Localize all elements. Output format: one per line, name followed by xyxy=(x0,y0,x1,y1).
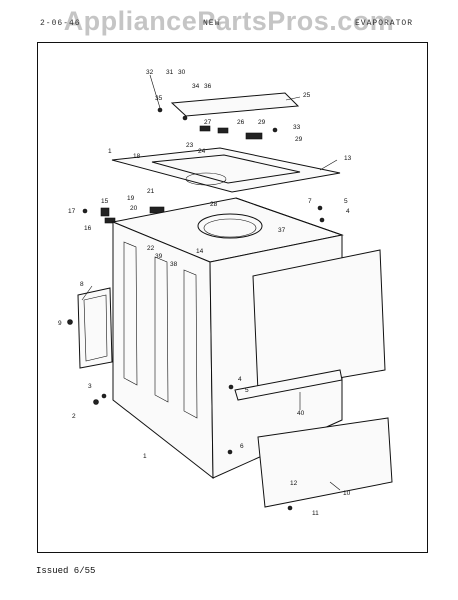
screw-part xyxy=(93,399,99,405)
callout-number: 29 xyxy=(295,136,303,143)
issued-date: Issued 6/55 xyxy=(36,566,96,576)
callout-number: 23 xyxy=(186,142,194,149)
side-vent xyxy=(183,269,198,419)
header-model: 2-06-46 xyxy=(40,19,81,28)
leader-line xyxy=(285,96,301,101)
callout-number: 14 xyxy=(196,248,204,255)
callout-number: 27 xyxy=(204,119,212,126)
callout-number: 29 xyxy=(258,119,266,126)
callout-number: 38 xyxy=(170,261,178,268)
callout-number: 1 xyxy=(108,148,112,155)
callout-number: 4 xyxy=(346,208,350,215)
top-frame-opening xyxy=(151,154,301,184)
front-upper-panel xyxy=(252,249,386,393)
evaporator-ring xyxy=(197,213,263,239)
side-vent xyxy=(154,256,169,403)
callout-number: 6 xyxy=(240,443,244,450)
callout-number: 31 xyxy=(166,69,174,76)
callout-number: 5 xyxy=(344,198,348,205)
callout-number: 2 xyxy=(72,413,76,420)
screw-part xyxy=(227,449,233,455)
callout-number: 25 xyxy=(303,92,311,99)
callout-number: 37 xyxy=(278,227,286,234)
callout-number: 35 xyxy=(155,95,163,102)
callout-number: 5 xyxy=(245,387,249,394)
callout-number: 32 xyxy=(146,69,154,76)
callout-number: 40 xyxy=(297,410,305,417)
callout-number: 34 xyxy=(192,83,200,90)
clip-part xyxy=(217,127,229,134)
callout-number: 11 xyxy=(312,510,319,517)
callout-number: 22 xyxy=(147,245,155,252)
screw-part xyxy=(182,115,188,121)
callout-number: 16 xyxy=(84,225,92,232)
screw-part xyxy=(272,127,278,133)
access-door-inner xyxy=(83,294,108,362)
callout-number: 15 xyxy=(101,198,109,205)
header-section: NEW xyxy=(203,19,221,28)
top-opening-ring xyxy=(185,172,227,186)
leader-line xyxy=(81,285,93,301)
diagram-frame xyxy=(37,42,428,553)
callout-number: 8 xyxy=(80,281,84,288)
callout-number: 28 xyxy=(210,201,218,208)
callout-number: 3 xyxy=(88,383,92,390)
screw-part xyxy=(101,393,107,399)
callout-number: 20 xyxy=(130,205,138,212)
leader-line xyxy=(149,74,161,109)
callout-number: 30 xyxy=(178,69,186,76)
back-panel-edge xyxy=(235,197,343,236)
screw-part xyxy=(67,319,73,325)
screw-part xyxy=(228,384,234,390)
callout-number: 36 xyxy=(204,83,212,90)
screw-part xyxy=(317,205,323,211)
bracket-part xyxy=(245,132,263,140)
callout-number: 19 xyxy=(127,195,135,202)
callout-number: 17 xyxy=(68,208,76,215)
bracket-part xyxy=(104,217,116,224)
callout-number: 18 xyxy=(133,153,141,160)
top-frame xyxy=(111,147,341,193)
lower-kick-panel xyxy=(257,417,393,508)
leader-line xyxy=(319,159,338,171)
callout-number: 12 xyxy=(290,480,298,487)
screw-part xyxy=(287,505,293,511)
callout-number: 4 xyxy=(238,376,242,383)
callout-number: 1 xyxy=(143,453,147,460)
callout-number: 33 xyxy=(293,124,301,131)
side-vent xyxy=(123,241,138,386)
header-title: EVAPORATOR xyxy=(355,19,414,28)
clip-part xyxy=(199,125,211,132)
watermark: AppliancePartsPros.com xyxy=(63,6,395,36)
cross-rail xyxy=(234,369,343,401)
top-cover-plate xyxy=(170,92,300,117)
access-door xyxy=(77,287,113,369)
callout-number: 24 xyxy=(198,148,206,155)
callout-number: 21 xyxy=(147,188,155,195)
evaporator-ring-inner xyxy=(203,218,257,238)
leader-line xyxy=(329,481,341,491)
callout-number: 9 xyxy=(58,320,62,327)
bracket-part xyxy=(100,207,110,217)
screw-part xyxy=(157,107,163,113)
screw-part xyxy=(319,217,325,223)
screw-part xyxy=(82,208,88,214)
callout-number: 10 xyxy=(343,490,351,497)
callout-number: 39 xyxy=(155,253,163,260)
callout-number: 26 xyxy=(237,119,245,126)
callout-number: 13 xyxy=(344,155,352,162)
callout-number: 7 xyxy=(308,198,312,205)
